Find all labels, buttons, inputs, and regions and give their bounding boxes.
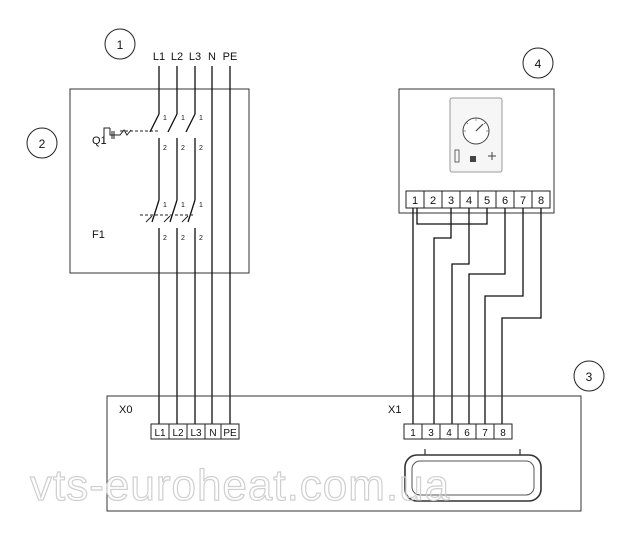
x1-terminal-3: 3	[428, 428, 434, 439]
controller-box	[398, 88, 555, 214]
callout-1-label: 1	[117, 38, 124, 52]
switch-q1-label: Q1	[92, 135, 107, 147]
switch-terminal-numbers: 1 1 1 2 2 2 1 1 1 2 2 2	[163, 115, 203, 242]
fan-icon	[470, 156, 476, 162]
f1-term-bottom-l1: 2	[163, 235, 167, 242]
supply-label-l2: L2	[171, 51, 183, 63]
f1-term-top-l2: 1	[181, 202, 185, 209]
ctrl-terminal-7: 7	[520, 195, 526, 207]
x1-terminal-6: 6	[464, 428, 470, 439]
callout-2: 2	[26, 127, 58, 159]
supply-label-pe: PE	[223, 51, 238, 63]
phase-wires	[149, 66, 231, 424]
x1-terminal-4: 4	[446, 428, 452, 439]
supply-label-l1: L1	[153, 51, 165, 63]
block-x0-label: X0	[119, 404, 132, 416]
heater-element-icon	[404, 449, 542, 502]
ctrl-terminal-2: 2	[430, 195, 436, 207]
ctrl-terminal-5: 5	[484, 195, 490, 207]
x1-terminal-8: 8	[500, 428, 506, 439]
f1-term-bottom-l2: 2	[181, 235, 185, 242]
ctrl-terminal-3: 3	[448, 195, 454, 207]
callout-4: 4	[522, 47, 554, 79]
unit-box	[106, 395, 582, 512]
heat-icon	[454, 149, 460, 163]
f1-term-top-l1: 1	[163, 202, 167, 209]
supply-labels: L1 L2 L3 N PE	[153, 51, 237, 63]
x0-terminal-l3: L3	[190, 428, 202, 439]
supply-label-l3: L3	[189, 51, 201, 63]
q1-term-top-l1: 1	[163, 115, 167, 122]
block-x1-label: X1	[388, 404, 401, 416]
x1-terminal-1: 1	[410, 428, 416, 439]
x0-terminal-block: L1 L2 L3 N PE	[150, 423, 240, 440]
x1-terminal-7: 7	[482, 428, 488, 439]
q1-term-bottom-l3: 2	[199, 145, 203, 152]
ctrl-terminal-6: 6	[502, 195, 508, 207]
x0-terminal-l2: L2	[172, 428, 184, 439]
x1-terminal-block: 1 3 4 6 7 8	[403, 423, 513, 440]
callout-3-label: 3	[586, 370, 593, 384]
callout-2-label: 2	[39, 137, 46, 151]
supply-label-n: N	[208, 51, 216, 63]
q1-term-bottom-l2: 2	[181, 145, 185, 152]
q1-term-bottom-l1: 2	[163, 145, 167, 152]
protection-f1-label: F1	[92, 229, 105, 241]
f1-term-bottom-l3: 2	[199, 235, 203, 242]
ctrl-terminal-8: 8	[538, 195, 544, 207]
thermostat-panel	[449, 97, 503, 173]
ctrl-terminal-1: 1	[412, 195, 418, 207]
q1-term-top-l3: 1	[199, 115, 203, 122]
plus-icon	[488, 152, 496, 160]
controller-terminal-strip: 1 2 3 4 5 6 7 8	[405, 190, 551, 209]
control-wires	[412, 208, 542, 424]
q1-term-top-l2: 1	[181, 115, 185, 122]
callout-1: 1	[104, 28, 136, 60]
f1-term-top-l3: 1	[199, 202, 203, 209]
f1-trip-marks	[145, 215, 189, 223]
watermark: vts-euroheat.com.ua	[30, 461, 450, 510]
callout-4-label: 4	[535, 57, 542, 71]
x0-terminal-pe: PE	[223, 428, 237, 439]
x0-terminal-l1: L1	[154, 428, 166, 439]
switch-q1-actuator	[103, 127, 160, 143]
x0-terminal-n: N	[209, 428, 216, 439]
ctrl-terminal-4: 4	[466, 195, 472, 207]
callout-3: 3	[573, 360, 605, 392]
